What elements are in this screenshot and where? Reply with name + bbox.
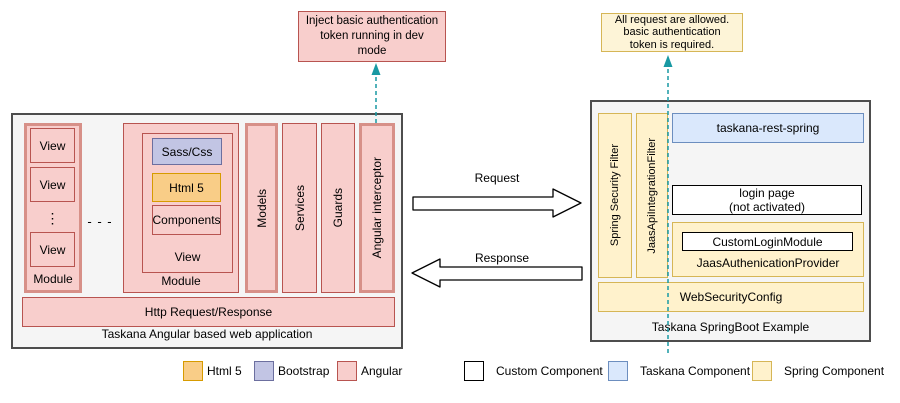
services-label: Services [292, 184, 307, 231]
legend-label-html5: Html 5 [207, 364, 242, 378]
guards-label: Guards [331, 188, 345, 228]
jaas-api-integration-filter-box: JaasApiIntegrationFilter [636, 113, 668, 278]
components-box: Components [152, 205, 221, 235]
angular-swatch-icon [337, 361, 357, 381]
legend-item-spring: Spring Component [752, 360, 884, 382]
module-small-label: Module [33, 272, 73, 286]
legend-item-html5: Html 5 [183, 360, 242, 382]
view-label-1: View [39, 138, 66, 153]
legend-label-custom: Custom Component [496, 364, 603, 378]
login-page-sublabel: (not activated) [728, 200, 806, 214]
view-box-3: View [30, 232, 75, 267]
auth-required-callout: All request are allowed. basic authentic… [601, 13, 743, 52]
legend-item-custom: Custom Component [464, 360, 603, 382]
html5-swatch-icon [183, 361, 203, 381]
spring-component-swatch-icon [752, 361, 772, 381]
jaas-api-integration-filter-label: JaasApiIntegrationFilter [646, 137, 658, 254]
dev-token-callout-line2: token running in dev [320, 30, 424, 42]
module-large-label: Module [161, 274, 201, 288]
legend-label-spring: Spring Component [784, 364, 885, 378]
web-security-config-box: WebSecurityConfig [598, 282, 864, 312]
taskana-rest-spring-box: taskana-rest-spring [672, 113, 864, 143]
dev-token-callout: Inject basic authentication token runnin… [298, 11, 446, 62]
dev-token-callout-line3: mode [357, 45, 387, 57]
view-label-3: View [39, 242, 66, 257]
dev-token-connector-arrowhead-icon [371, 63, 381, 75]
auth-connector-arrowhead-icon [663, 55, 673, 67]
legend-item-angular: Angular [337, 360, 402, 382]
bootstrap-swatch-icon [254, 361, 274, 381]
components-label: Components [152, 213, 221, 227]
login-page-box: login page (not activated) [672, 185, 862, 215]
legend-label-taskana: Taskana Component [640, 364, 751, 378]
spring-security-filter-label: Spring Security Filter [609, 144, 621, 247]
angular-interceptor-label: Angular interceptor [370, 157, 384, 259]
custom-login-module-label: CustomLoginModule [712, 234, 823, 249]
request-arrow-icon [412, 188, 582, 218]
html5-box: Html 5 [152, 173, 221, 202]
vertical-ellipsis-glyph: ⋮ [45, 209, 60, 226]
legend-item-bootstrap: Bootstrap [254, 360, 329, 382]
sass-css-box: Sass/Css [152, 138, 222, 165]
services-box: Services [282, 123, 317, 293]
http-bar-label: Http Request/Response [144, 305, 273, 319]
springboot-title: Taskana SpringBoot Example [651, 320, 810, 334]
html5-label: Html 5 [169, 180, 204, 195]
custom-component-swatch-icon [464, 361, 484, 381]
taskana-rest-spring-label: taskana-rest-spring [716, 121, 820, 135]
http-request-response-bar: Http Request/Response [22, 297, 395, 327]
legend-label-bootstrap: Bootstrap [278, 364, 330, 378]
models-label: Models [254, 188, 269, 228]
custom-login-module-box: CustomLoginModule [682, 232, 853, 251]
views-vertical-ellipsis: ⋮ [30, 206, 75, 230]
auth-callout-line1: All request are allowed. [614, 13, 730, 26]
angular-app-title: Taskana Angular based web application [101, 327, 313, 341]
auth-callout-line3: token is required. [629, 38, 715, 51]
angular-interceptor-box: Angular interceptor [359, 123, 395, 293]
view-box-2: View [30, 167, 75, 202]
dev-token-callout-line1: Inject basic authentication [305, 15, 439, 27]
legend-label-angular: Angular [361, 364, 403, 378]
legend-item-taskana: Taskana Component [608, 360, 750, 382]
sass-css-label: Sass/Css [161, 144, 213, 159]
taskana-component-swatch-icon [608, 361, 628, 381]
response-label: Response [474, 251, 530, 265]
view-label-2: View [39, 177, 66, 192]
auth-callout-line2: basic authentication [623, 26, 721, 39]
separator-glyph: - - - [87, 213, 113, 229]
guards-box: Guards [321, 123, 355, 293]
web-security-config-label: WebSecurityConfig [679, 290, 783, 304]
jaas-authentication-provider-label: JaasAuthenicationProvider [696, 256, 840, 270]
request-label: Request [474, 171, 520, 185]
view-container-label: View [174, 250, 201, 264]
modules-separator-dashes: - - - [85, 212, 115, 230]
spring-security-filter-box: Spring Security Filter [598, 113, 632, 278]
login-page-label: login page [739, 186, 795, 200]
models-box: Models [245, 123, 278, 293]
view-box-1: View [30, 128, 75, 163]
